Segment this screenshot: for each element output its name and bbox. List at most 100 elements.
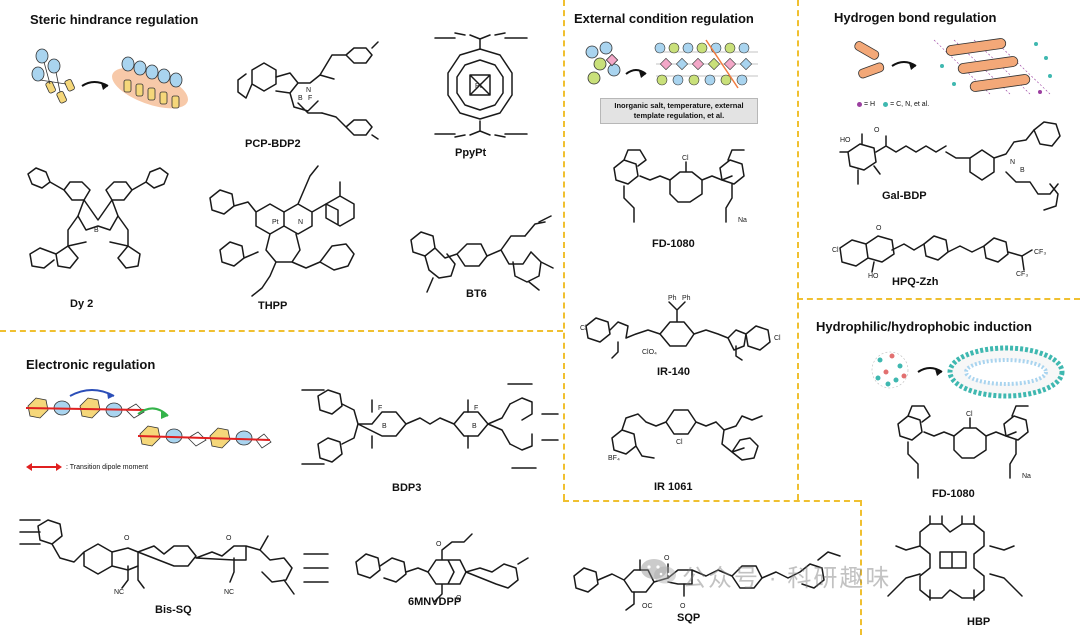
svg-text:O: O <box>226 535 232 542</box>
hbond-legend: = H = C, N, et al. <box>853 101 929 108</box>
svg-text:N: N <box>298 219 303 226</box>
label-ir1061: IR 1061 <box>654 481 693 493</box>
structure-ppypt: Pt <box>434 32 528 138</box>
label-thpp: THPP <box>258 300 288 312</box>
label-ir140: IR-140 <box>657 366 691 378</box>
panel-title-external: External condition regulation <box>574 11 754 26</box>
svg-text:Cl: Cl <box>676 439 683 446</box>
svg-text:O: O <box>876 225 882 232</box>
structure-sqp: O O OC <box>573 551 841 611</box>
svg-text:B: B <box>298 95 303 102</box>
label-fd1080-hydrophilic: FD-1080 <box>932 488 975 500</box>
structure-6mnvdpp: OO <box>355 533 529 603</box>
svg-text:F: F <box>474 405 478 412</box>
steric-aggregation-schematic <box>31 48 188 109</box>
divider-external-right <box>797 0 799 500</box>
legend-hydrogen: = H <box>864 101 876 108</box>
monomer-cluster <box>854 41 885 79</box>
svg-text:O: O <box>874 127 880 134</box>
electronic-dipole-schematic <box>25 389 272 449</box>
label-sqp: SQP <box>677 612 701 624</box>
legend-heteroatom: = C, N, et al. <box>890 101 930 108</box>
structure-thpp: Pt N <box>209 165 355 297</box>
svg-text:F: F <box>308 95 312 102</box>
label-hpq-zzh: HPQ-Zzh <box>892 276 939 288</box>
panel-title-electronic: Electronic regulation <box>26 357 156 372</box>
svg-text:Na: Na <box>1022 473 1031 480</box>
svg-text:Cl: Cl <box>832 247 839 254</box>
svg-text:ClO₄: ClO₄ <box>642 349 657 356</box>
label-6mnvdpp: 6MNVDPP <box>408 596 462 608</box>
structure-gal-bdp: NB HO O <box>839 121 1061 211</box>
label-bdp3: BDP3 <box>392 482 422 494</box>
arrow-icon <box>81 81 109 87</box>
divider-sqp-right <box>860 500 862 635</box>
arrow-icon <box>917 367 943 373</box>
svg-text:B: B <box>472 423 477 430</box>
svg-text:NC: NC <box>114 589 124 596</box>
svg-text:Na: Na <box>738 217 747 224</box>
dispersed-monomers <box>871 351 909 389</box>
svg-text:N: N <box>306 87 311 94</box>
external-aggregation-schematic <box>585 39 758 89</box>
donor-acceptor-chain-1 <box>25 397 145 419</box>
vesicle-assembly <box>947 345 1065 399</box>
curved-arrow-green-icon <box>137 407 169 417</box>
transition-dipole-legend: : Transition dipole moment <box>26 463 148 471</box>
label-pcp-bdp2: PCP-BDP2 <box>245 138 301 150</box>
j-aggregate-stack <box>112 56 188 109</box>
hydrogen-dot-icon <box>857 102 862 107</box>
heteroatom-dot-icon <box>883 102 889 107</box>
hbond-aggregation-schematic <box>854 38 1052 95</box>
svg-text:O: O <box>664 555 670 562</box>
label-dy2: Dy 2 <box>70 298 94 310</box>
svg-text:HO: HO <box>840 137 851 144</box>
svg-text:Ph: Ph <box>668 295 677 302</box>
label-gal-bdp: Gal-BDP <box>882 190 927 202</box>
wechat-logo-icon <box>641 559 676 584</box>
structure-hbp <box>887 515 1023 601</box>
svg-text:O: O <box>436 541 442 548</box>
svg-text:B: B <box>94 227 99 234</box>
watermark-text: 公众号 · 科研趣味 <box>682 565 892 592</box>
label-ppypt: PpyPt <box>455 147 487 159</box>
hbonded-ladder <box>933 38 1052 95</box>
divider-external-left <box>563 0 565 500</box>
svg-text:HO: HO <box>868 273 879 280</box>
svg-text:NC: NC <box>224 589 234 596</box>
svg-text:CF₃: CF₃ <box>1034 249 1046 256</box>
svg-text:N: N <box>1010 159 1015 166</box>
svg-text:BF₄: BF₄ <box>608 455 620 462</box>
svg-text:Pt: Pt <box>272 219 279 226</box>
arrow-icon <box>625 69 647 75</box>
svg-text:Cl: Cl <box>966 411 973 418</box>
svg-text:Cl: Cl <box>580 325 587 332</box>
divider-steric-electronic <box>0 330 563 332</box>
svg-text:CF₃: CF₃ <box>1016 271 1028 278</box>
svg-text:B: B <box>1020 167 1025 174</box>
structure-dy2: B <box>27 167 169 269</box>
divider-sqp-top <box>563 500 860 502</box>
svg-text:B: B <box>382 423 387 430</box>
svg-text:Cl: Cl <box>682 155 689 162</box>
external-conditions-box: Inorganic salt, temperature, external te… <box>600 98 758 124</box>
svg-text:O: O <box>124 535 130 542</box>
svg-text:OC: OC <box>642 603 653 610</box>
panel-title-hbond: Hydrogen bond regulation <box>834 10 997 25</box>
structure-bis-sq: O O NC NC <box>19 519 329 596</box>
svg-text:O: O <box>680 603 686 610</box>
panel-title-steric: Steric hindrance regulation <box>30 12 199 27</box>
structure-bt6 <box>410 215 554 293</box>
arrow-icon <box>891 61 917 67</box>
divider-hbond-hydrophilic <box>797 298 1080 300</box>
ordered-assembly <box>654 39 758 89</box>
monomer-cluster <box>585 41 621 85</box>
